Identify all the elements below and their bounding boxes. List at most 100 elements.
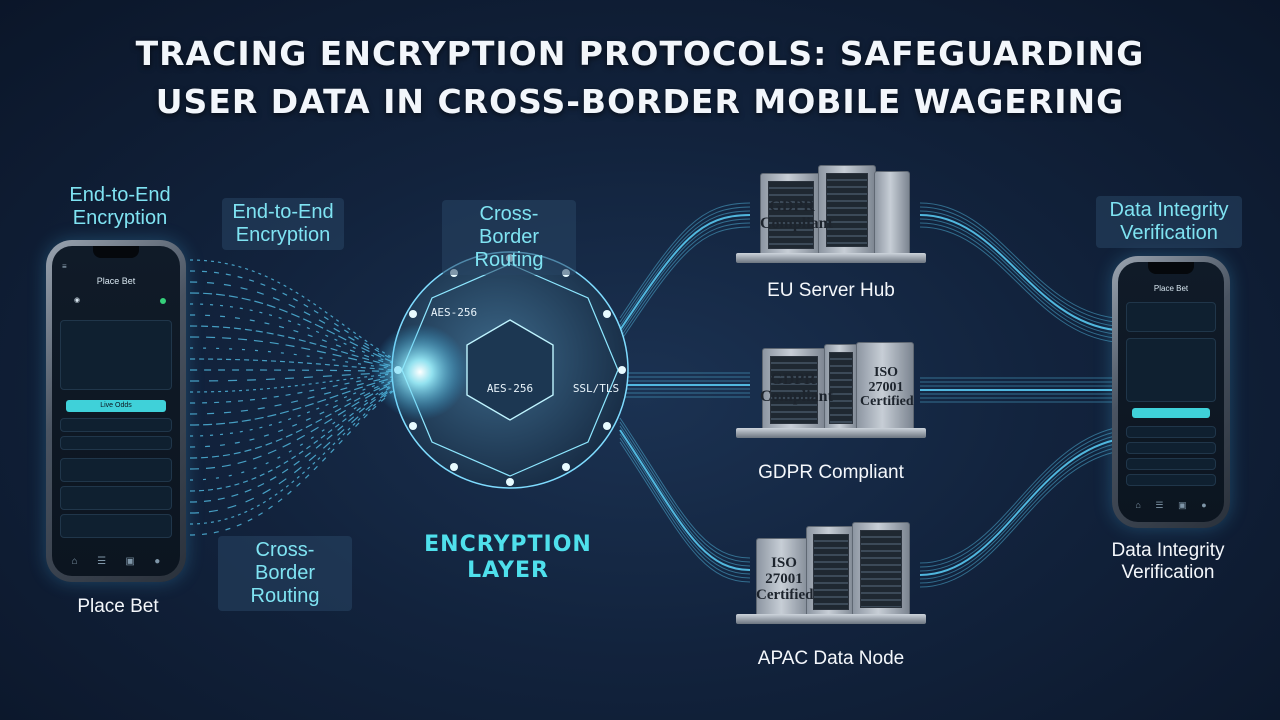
apac-rack-text: ISO 27001 Certified — [756, 555, 814, 603]
server-rack — [762, 348, 826, 432]
home-icon[interactable]: ⌂ — [1135, 500, 1141, 510]
left-phone-nav[interactable]: ⌂ ☰ ▣ ● — [62, 556, 170, 568]
route-stream-line — [619, 441, 751, 583]
right-phone-button[interactable] — [1132, 408, 1210, 418]
eu-rack-text: GDPR Compliant — [760, 198, 833, 232]
left-stream-line — [189, 371, 421, 404]
right-phone-row-2 — [1126, 442, 1216, 454]
server-rack — [818, 165, 876, 255]
profile-icon[interactable]: ● — [1201, 500, 1207, 510]
core-label-center: AES-256 — [486, 382, 534, 395]
route-stream-line — [619, 210, 751, 327]
left-phone-live-odds-button[interactable]: Live Odds — [66, 400, 166, 412]
phone-notch — [1148, 262, 1194, 274]
route-stream-line — [919, 447, 1116, 584]
right-phone-header: Place Bet — [1153, 284, 1189, 293]
server-platform — [736, 253, 926, 263]
data-integrity-top-label: Data Integrity Verification — [1096, 196, 1242, 248]
right-data-streams — [619, 202, 1116, 588]
route-stream-line — [619, 214, 751, 331]
profile-icon[interactable]: ● — [154, 556, 161, 567]
home-icon[interactable]: ⌂ — [71, 556, 78, 567]
route-stream-line — [619, 202, 751, 319]
right-phone-row-1 — [1126, 426, 1216, 438]
encryption-layer-label: ENCRYPTION LAYER — [424, 532, 592, 583]
page-title: TRACING ENCRYPTION PROTOCOLS: SAFEGUARDI… — [0, 30, 1280, 126]
route-stream-line — [919, 435, 1116, 572]
wallet-icon[interactable]: ▣ — [1178, 500, 1187, 510]
core-label-top: AES-256 — [430, 306, 478, 319]
server-platform — [736, 614, 926, 624]
core-node — [409, 422, 418, 430]
left-phone-card — [60, 320, 172, 390]
left-e2e-label: End-to-End Encryption — [69, 184, 171, 229]
apac-data-node-label: APAC Data Node — [757, 648, 905, 669]
title-line-1: TRACING ENCRYPTION PROTOCOLS: SAFEGUARDI… — [135, 34, 1145, 73]
left-phone-row-3 — [60, 458, 172, 482]
server-rack — [852, 522, 910, 616]
server-platform — [736, 428, 926, 438]
route-stream-line — [619, 206, 751, 323]
wallet-icon[interactable]: ▣ — [125, 556, 135, 567]
right-phone-card-2 — [1126, 338, 1216, 402]
route-stream-line — [619, 417, 751, 559]
status-dot — [160, 298, 166, 304]
left-stream-line — [189, 371, 421, 382]
list-icon[interactable]: ☰ — [97, 556, 107, 567]
core-node — [506, 478, 514, 486]
left-stream-line — [189, 270, 421, 373]
left-phone-subheader: ◉ — [74, 297, 81, 304]
server-gdpr-compliant: GDPR Compliant ISO 27001 Certified — [736, 342, 926, 442]
route-stream-line — [919, 214, 1116, 331]
left-stream-line — [189, 371, 421, 470]
left-stream-line — [189, 281, 421, 373]
core-node — [409, 310, 418, 318]
left-stream-line — [189, 371, 421, 514]
core-node — [602, 310, 611, 318]
server-rack — [806, 526, 856, 618]
route-stream-line — [619, 429, 751, 571]
cross-border-bottom-label: Cross-Border Routing — [218, 536, 352, 611]
core-facet-ring — [401, 263, 619, 477]
left-phone-header: Place Bet — [96, 276, 136, 286]
encryption-core — [372, 251, 629, 489]
route-stream-line — [919, 218, 1116, 335]
route-stream-line — [919, 439, 1116, 576]
route-stream-line — [619, 425, 751, 567]
cross-border-top-label: Cross-Border Routing — [442, 200, 576, 275]
place-bet-label: Place Bet — [77, 596, 159, 617]
left-stream-line — [189, 336, 421, 373]
core-glow — [372, 324, 468, 420]
left-phone-status: ≡ — [62, 262, 67, 271]
core-node — [618, 366, 626, 374]
right-phone-nav[interactable]: ⌂ ☰ ▣ ● — [1128, 500, 1214, 512]
right-phone-row-4 — [1126, 474, 1216, 486]
server-rack — [856, 342, 914, 432]
route-stream-line — [619, 421, 751, 563]
title-line-2: USER DATA IN CROSS-BORDER MOBILE WAGERIN… — [155, 82, 1125, 121]
route-stream-line — [619, 437, 751, 579]
list-icon[interactable]: ☰ — [1155, 500, 1164, 510]
left-stream-line — [189, 325, 421, 373]
right-phone: Place Bet ⌂ ☰ ▣ ● — [1112, 256, 1230, 528]
gdpr-rack-text: GDPR Compliant — [760, 371, 833, 405]
left-phone-row-1 — [60, 418, 172, 432]
route-stream-line — [919, 451, 1116, 588]
route-stream-line — [919, 210, 1116, 327]
left-stream-line — [189, 371, 421, 426]
route-stream-line — [619, 433, 751, 575]
core-node — [602, 422, 611, 430]
left-phone-screen: ≡ Place Bet ◉ Live Odds ⌂ ☰ ▣ ● — [52, 246, 180, 576]
eu-server-hub-label: EU Server Hub — [767, 280, 895, 301]
left-data-stream — [189, 259, 421, 536]
route-stream-line — [919, 431, 1116, 568]
left-phone-row-5 — [60, 514, 172, 538]
route-stream-line — [919, 206, 1116, 323]
route-stream-line — [919, 226, 1116, 343]
left-stream-line — [189, 314, 421, 373]
right-phone-screen: Place Bet ⌂ ☰ ▣ ● — [1118, 262, 1224, 522]
route-stream-line — [919, 443, 1116, 580]
route-stream-line — [619, 218, 751, 335]
core-node — [450, 462, 458, 471]
